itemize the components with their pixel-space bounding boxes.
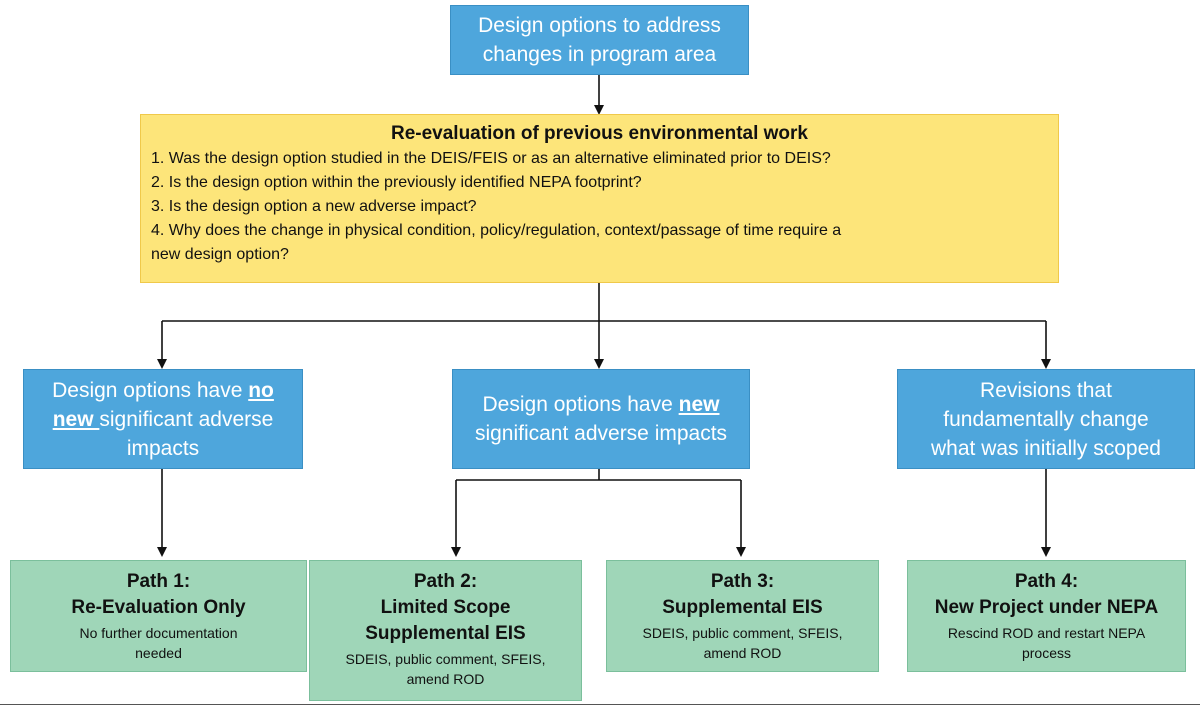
path-3-desc-2: amend ROD bbox=[703, 645, 782, 661]
path-4-title: New Project under NEPA bbox=[934, 597, 1159, 618]
path-1-desc-1: No further documentation bbox=[79, 625, 238, 641]
no-emphasis: no bbox=[248, 378, 274, 402]
path-2-title-2: Supplemental EIS bbox=[365, 623, 526, 644]
path-1-desc-2: needed bbox=[135, 645, 182, 661]
path-3-label: Path 3: bbox=[710, 571, 775, 592]
path-4-desc-2: process bbox=[1021, 645, 1072, 661]
path-4-label: Path 4: bbox=[1014, 571, 1079, 592]
path-4-box: Path 4: New Project under NEPA Rescind R… bbox=[907, 560, 1186, 672]
revisions-line-1: Revisions that bbox=[980, 378, 1112, 402]
new-emphasis: new bbox=[678, 393, 720, 416]
no-new-impacts-line-2: new significant adverse bbox=[52, 407, 274, 431]
new-emphasis: new bbox=[52, 407, 100, 431]
revisions-line-2: fundamentally change bbox=[943, 407, 1149, 431]
path-2-desc-1: SDEIS, public comment, SFEIS, bbox=[345, 651, 546, 667]
reevaluation-question-2: 2. Is the design option within the previ… bbox=[151, 174, 642, 191]
no-new-impacts-line-3: impacts bbox=[126, 436, 200, 460]
path-2-desc-2: amend ROD bbox=[406, 671, 485, 687]
path-4-desc-1: Rescind ROD and restart NEPA bbox=[947, 625, 1146, 641]
reevaluation-question-3: 3. Is the design option a new adverse im… bbox=[151, 198, 477, 215]
no-new-impacts-box: Design options have no new significant a… bbox=[23, 369, 303, 469]
path-2-title-1: Limited Scope bbox=[380, 597, 511, 618]
design-options-box: Design options to address changes in pro… bbox=[450, 5, 749, 75]
path-2-label: Path 2: bbox=[413, 571, 478, 592]
path-1-label: Path 1: bbox=[126, 571, 191, 592]
revisions-line-3: what was initially scoped bbox=[931, 436, 1161, 460]
path-3-title: Supplemental EIS bbox=[662, 597, 823, 618]
new-impacts-line-2: significant adverse impacts bbox=[474, 422, 728, 445]
path-1-box: Path 1: Re-Evaluation Only No further do… bbox=[10, 560, 307, 672]
reevaluation-question-4: 4. Why does the change in physical condi… bbox=[151, 222, 842, 239]
new-impacts-line-1: Design options have new bbox=[482, 393, 720, 416]
reevaluation-box: Re-evaluation of previous environmental … bbox=[140, 114, 1059, 283]
design-options-line-1: Design options to address bbox=[478, 14, 721, 37]
new-impacts-box: Design options have new significant adve… bbox=[452, 369, 750, 469]
design-options-line-2: changes in program area bbox=[482, 43, 717, 66]
path-2-box: Path 2: Limited Scope Supplemental EIS S… bbox=[309, 560, 582, 701]
path-3-box: Path 3: Supplemental EIS SDEIS, public c… bbox=[606, 560, 879, 672]
bottom-divider bbox=[0, 704, 1200, 705]
path-1-title: Re-Evaluation Only bbox=[71, 597, 246, 618]
reevaluation-question-4-continued: new design option? bbox=[151, 246, 289, 263]
revisions-box: Revisions that fundamentally change what… bbox=[897, 369, 1195, 469]
path-3-desc-1: SDEIS, public comment, SFEIS, bbox=[642, 625, 843, 641]
no-new-impacts-line-1: Design options have no bbox=[52, 378, 274, 402]
reevaluation-title: Re-evaluation of previous environmental … bbox=[390, 123, 809, 144]
reevaluation-question-1: 1. Was the design option studied in the … bbox=[151, 150, 831, 167]
